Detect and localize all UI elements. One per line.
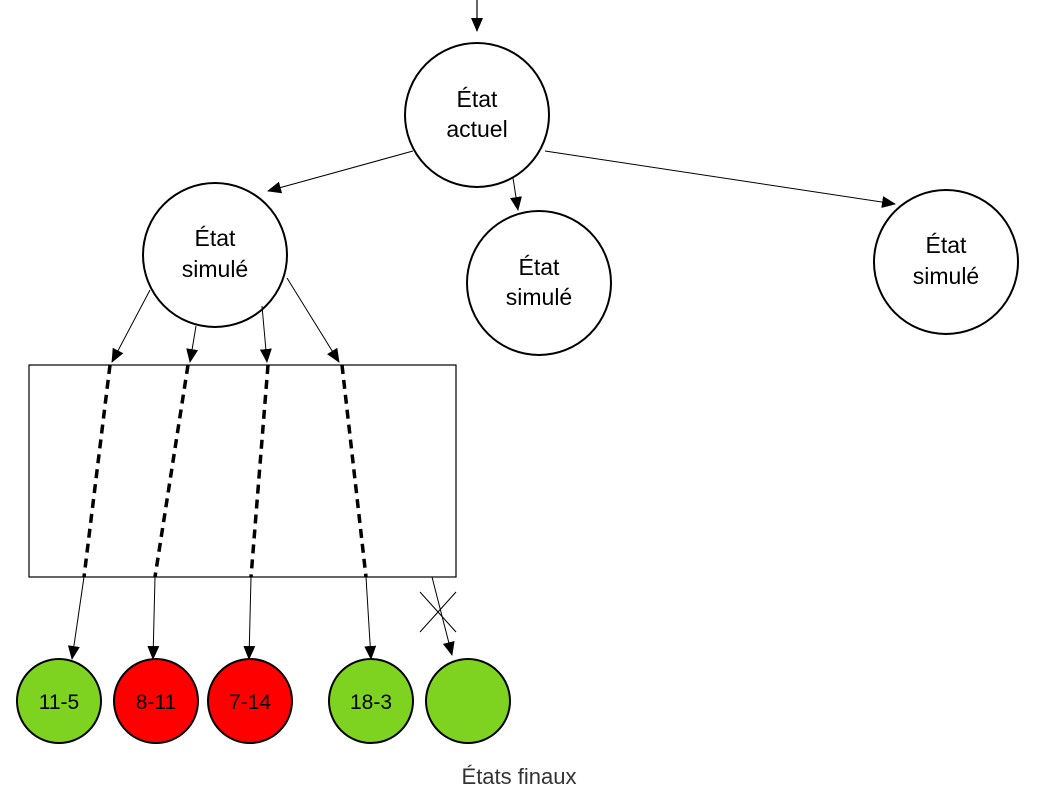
blocked-cross-icon xyxy=(419,591,457,633)
final-state-node xyxy=(425,658,511,744)
final-state-circle xyxy=(425,658,511,744)
edge-current-to-middle xyxy=(510,177,522,211)
simulated-state-right-line1: État xyxy=(926,232,968,258)
final-state-circle xyxy=(207,658,293,744)
simulated-state-left-line2: simulé xyxy=(182,256,248,282)
final-arrow-3 xyxy=(243,576,256,660)
final-state-node: 18-3 xyxy=(328,658,414,744)
rollout-path-2 xyxy=(153,364,190,578)
svg-text:simulé: simulé xyxy=(506,284,572,310)
final-arrow-1 xyxy=(67,576,85,660)
rollout-path-4 xyxy=(340,364,368,578)
final-arrow-2 xyxy=(147,576,160,660)
rollout-entry-arrow-2 xyxy=(186,325,199,363)
rollout-entry-arrow-4 xyxy=(286,277,340,363)
svg-text:État: État xyxy=(926,232,968,258)
final-states: 11-5 8-11 7-14 18-3 xyxy=(16,658,511,744)
final-state-node: 7-14 xyxy=(207,658,293,744)
svg-text:simulé: simulé xyxy=(182,256,248,282)
simulation-box xyxy=(28,364,457,578)
svg-text:État: État xyxy=(457,86,499,112)
final-state-label: 7-14 xyxy=(229,691,271,714)
final-state-label: 8-11 xyxy=(136,691,176,714)
svg-text:État: État xyxy=(519,254,561,280)
rollout-path-1 xyxy=(82,364,112,578)
current-state-label-line2: actuel xyxy=(446,116,507,142)
final-state-circle xyxy=(16,658,102,744)
final-arrow-4 xyxy=(364,576,377,660)
simulated-state-middle-line2: simulé xyxy=(506,284,572,310)
final-state-circle xyxy=(113,658,199,744)
svg-text:État: État xyxy=(195,225,237,251)
simulated-state-right-line2: simulé xyxy=(913,263,979,289)
final-state-label: 18-3 xyxy=(350,691,392,714)
simulated-state-node-left: État simulé xyxy=(142,182,288,328)
simulated-state-middle-line1: État xyxy=(519,254,561,280)
final-state-node: 8-11 xyxy=(113,658,199,744)
edge-current-to-right xyxy=(544,150,896,208)
current-state-label-line1: État xyxy=(457,86,499,112)
rollout-path-3 xyxy=(249,364,270,578)
svg-text:actuel: actuel xyxy=(446,116,507,142)
rollout-entry-arrow-3 xyxy=(259,305,272,363)
simulated-state-node-right: État simulé xyxy=(873,189,1019,335)
final-state-label: 11-5 xyxy=(39,691,79,714)
current-state-node: État actuel xyxy=(404,42,550,188)
final-states-caption: États finaux xyxy=(462,764,577,789)
rollout-entry-arrow-1 xyxy=(111,289,151,363)
simulated-state-node-middle: État simulé xyxy=(466,210,612,356)
svg-text:simulé: simulé xyxy=(913,263,979,289)
simulated-state-left-line1: État xyxy=(195,225,237,251)
svg-text:États finaux: États finaux xyxy=(462,764,577,789)
edge-current-to-left xyxy=(267,150,414,194)
final-state-node: 11-5 xyxy=(16,658,102,744)
final-state-circle xyxy=(328,658,414,744)
